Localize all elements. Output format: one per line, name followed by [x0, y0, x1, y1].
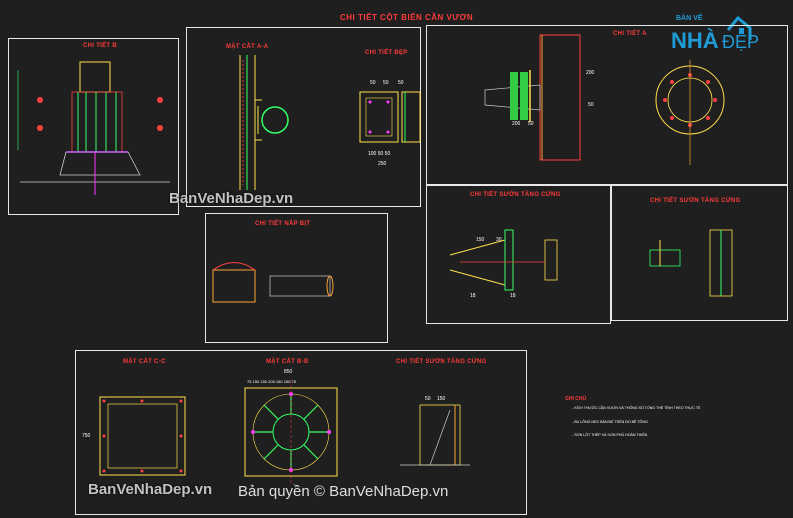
section-a-a-drawing	[239, 55, 289, 190]
note-line: - SƠN LÓT THÉP VÀ SƠN PHỦ HOÀN THIỆN	[572, 433, 648, 437]
title-suon-tang-cung-2: CHI TIẾT SƯỜN TĂNG CỨNG	[650, 198, 741, 204]
panel-chi-tiet-b	[8, 38, 179, 215]
title-chi-tiet-b: CHI TIẾT B	[83, 43, 117, 49]
suon-1-drawing	[449, 229, 558, 291]
panel-suon-tang-cung-1	[426, 185, 611, 324]
title-chi-tiet-a: CHI TIẾT A	[613, 31, 647, 37]
section-c-c-drawing	[99, 396, 186, 476]
detail-b-drawing	[17, 61, 170, 195]
title-suon-tang-cung-3: CHI TIẾT SƯỜN TĂNG CỨNG	[396, 359, 487, 365]
dim-s3-150: 150	[437, 396, 446, 402]
dim-dep-250: 250	[378, 161, 387, 167]
watermark: BanVeNhaDep.vn	[169, 190, 294, 207]
dim-dep-50b: 50	[383, 80, 389, 86]
site-logo: BẢN VẼ NHÀ ĐẸP	[668, 14, 786, 62]
dim-cc-750: 750	[82, 433, 91, 439]
watermark: BanVeNhaDep.vn	[88, 481, 213, 498]
drawing-title: CHI TIẾT CỘT BIỂN CẦN VƯƠN	[340, 13, 474, 22]
suon-3-drawing	[400, 404, 470, 466]
dim-a-200: 200	[586, 70, 595, 76]
note-line: - BU LÔNG NEO BẢN ĐẾ TRÊN ĐỔ BÊ TÔNG	[572, 420, 648, 424]
nap-bit-drawing	[212, 262, 334, 303]
panel-chi-tiet-nap-bit	[205, 213, 388, 343]
dim-s1-150: 150	[476, 237, 485, 243]
detail-a-drawing	[484, 34, 725, 165]
section-b-b-drawing	[244, 380, 338, 484]
dim-dep-100: 100 50 50	[368, 151, 391, 157]
title-mat-cat-c-c: MẶT CẮT C-C	[123, 359, 166, 365]
logo-top-text: BẢN VẼ	[676, 15, 703, 22]
panel-mat-cat-bottom	[75, 350, 527, 515]
dim-a-50b: 50	[528, 121, 534, 127]
panel-chi-tiet-a	[426, 25, 788, 185]
panel-suon-tang-cung-2	[611, 185, 788, 321]
logo-left-text: NHÀ	[671, 28, 719, 53]
dim-s1-18a: 18	[470, 293, 476, 299]
title-suon-tang-cung-1: CHI TIẾT SƯỜN TĂNG CỨNG	[470, 192, 561, 198]
dim-s3-50: 50	[425, 396, 431, 402]
dim-a-200b: 200	[512, 121, 521, 127]
title-chi-tiet-nap-bit: CHI TIẾT NẮP BỊT	[255, 221, 311, 227]
dim-dep-50a: 50	[370, 80, 376, 86]
dim-bb-850: 850	[284, 369, 293, 375]
suon-2-drawing	[649, 229, 733, 297]
note-line: - KÍCH THƯỚC CẦN VƯƠN VÀ THÔNG SỐ TỔNG T…	[572, 406, 701, 410]
title-mat-cat-b-b: MẶT CẮT B-B	[266, 359, 309, 365]
notes-title: GHI CHÚ	[565, 396, 587, 402]
watermark-copyright: Bản quyền © BanVeNhaDep.vn	[238, 483, 449, 500]
dim-a-50a: 50	[588, 102, 594, 108]
dim-s1-30: 30	[496, 237, 502, 243]
title-mat-cat-a-a: MẶT CẮT A-A	[226, 44, 269, 50]
dim-dep-50c: 50	[398, 80, 404, 86]
dim-s1-18b: 18	[510, 293, 516, 299]
house-icon	[726, 15, 752, 40]
detail-dep-drawing	[359, 91, 421, 143]
title-chi-tiet-dep: CHI TIẾT ĐẸP	[365, 50, 408, 56]
dim-bb-row: 75 150 150 200 150 150 75	[247, 379, 296, 384]
logo-right-text: ĐẸP	[722, 32, 760, 52]
